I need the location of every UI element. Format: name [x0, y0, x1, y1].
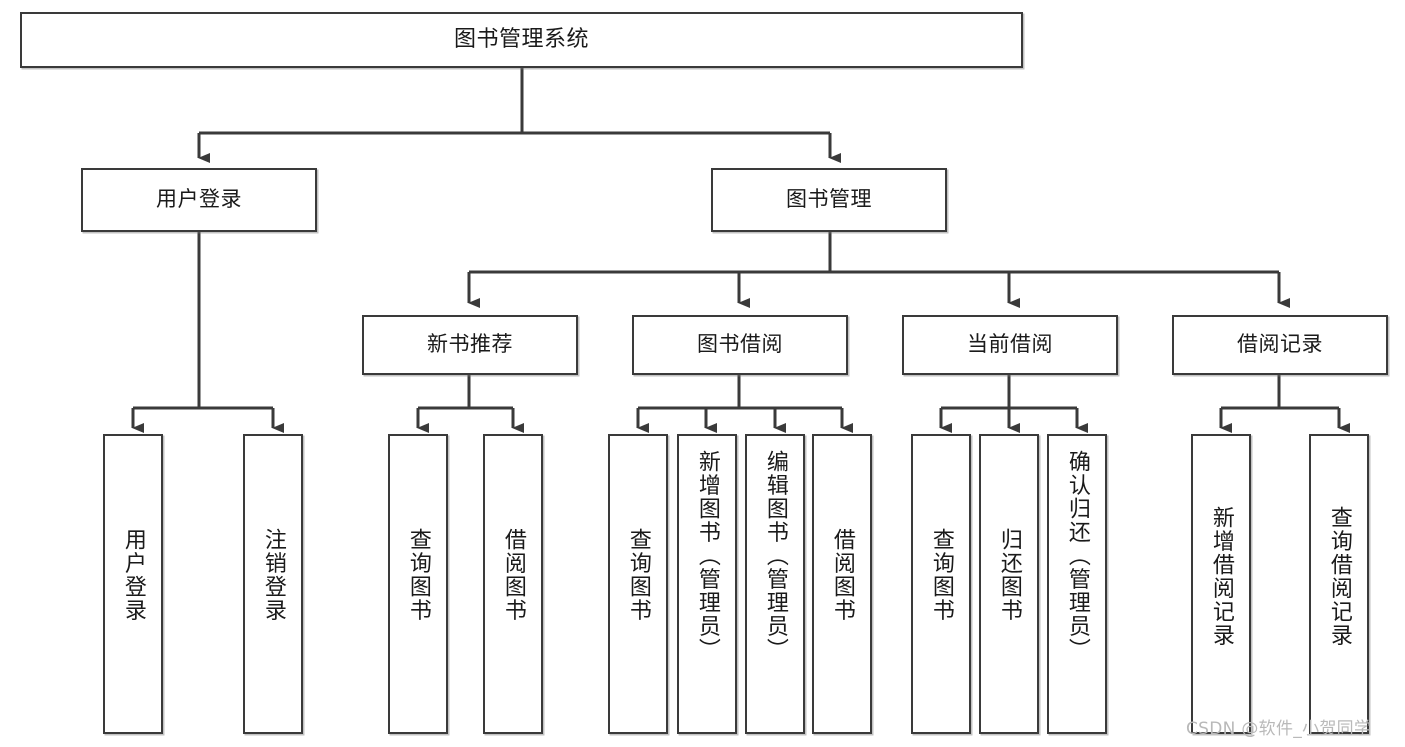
- leaf-record-add-record[interactable]: 新增借阅记录: [1191, 434, 1251, 734]
- node-label: 当前借阅: [967, 332, 1053, 357]
- leaf-recommend-query-book[interactable]: 查询图书: [388, 434, 448, 734]
- node-label: 借阅图书: [500, 528, 526, 622]
- leaf-borrow-edit-book-admin[interactable]: 编辑图书（管理员）: [745, 434, 805, 734]
- node-user-login[interactable]: 用户登录: [81, 168, 317, 232]
- node-label: 查询图书: [625, 528, 651, 622]
- node-label: 图书管理: [786, 187, 872, 212]
- node-label: 用户登录: [156, 187, 242, 212]
- node-label: 新书推荐: [427, 332, 513, 357]
- leaf-current-return-book[interactable]: 归还图书: [979, 434, 1039, 734]
- leaf-current-query-book[interactable]: 查询图书: [911, 434, 971, 734]
- node-borrow-record[interactable]: 借阅记录: [1172, 315, 1388, 375]
- node-label: 注销登录: [260, 528, 286, 622]
- node-book-borrow[interactable]: 图书借阅: [632, 315, 848, 375]
- node-book-management[interactable]: 图书管理: [711, 168, 947, 232]
- leaf-record-query-record[interactable]: 查询借阅记录: [1309, 434, 1369, 734]
- node-label: 借阅记录: [1237, 332, 1323, 357]
- leaf-current-confirm-return-admin[interactable]: 确认归还（管理员）: [1047, 434, 1107, 734]
- leaf-borrow-add-book-admin[interactable]: 新增图书（管理员）: [677, 434, 737, 734]
- node-label: 编辑图书（管理员）: [762, 450, 788, 662]
- node-label: 图书借阅: [697, 332, 783, 357]
- node-label: 归还图书: [996, 528, 1022, 622]
- node-root-system[interactable]: 图书管理系统: [20, 12, 1023, 68]
- node-label: 查询图书: [928, 528, 954, 622]
- leaf-borrow-borrow-book[interactable]: 借阅图书: [812, 434, 872, 734]
- node-label: 查询借阅记录: [1326, 506, 1352, 647]
- leaf-borrow-query-book[interactable]: 查询图书: [608, 434, 668, 734]
- node-label: 确认归还（管理员）: [1064, 450, 1090, 662]
- node-label: 查询图书: [405, 528, 431, 622]
- leaf-user-login-login[interactable]: 用户登录: [103, 434, 163, 734]
- leaf-recommend-borrow-book[interactable]: 借阅图书: [483, 434, 543, 734]
- csdn-watermark: CSDN @软件_小贺同学: [1186, 719, 1372, 739]
- node-current-borrow[interactable]: 当前借阅: [902, 315, 1118, 375]
- node-label: 借阅图书: [829, 528, 855, 622]
- leaf-user-login-logout[interactable]: 注销登录: [243, 434, 303, 734]
- node-new-book-recommend[interactable]: 新书推荐: [362, 315, 578, 375]
- node-label: 新增借阅记录: [1208, 506, 1234, 647]
- node-label: 图书管理系统: [453, 26, 589, 52]
- node-label: 用户登录: [120, 528, 146, 622]
- node-label: 新增图书（管理员）: [694, 450, 720, 662]
